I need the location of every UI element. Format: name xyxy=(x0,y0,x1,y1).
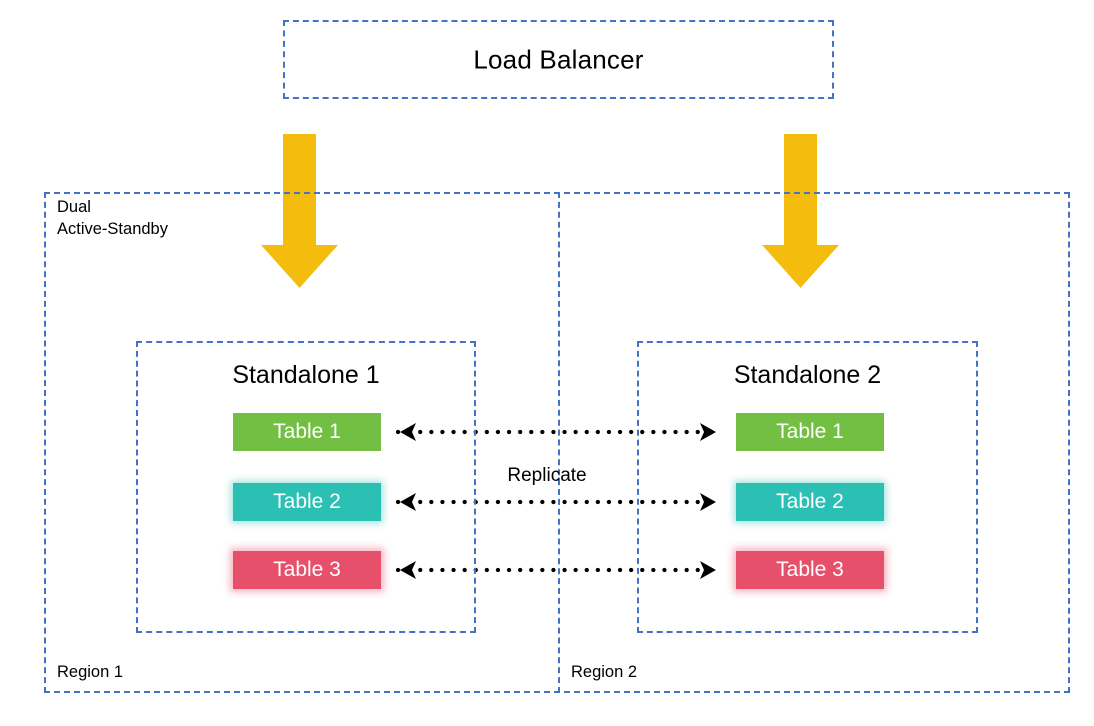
load-balancer-label: Load Balancer xyxy=(473,44,644,74)
region-1-label: Region 1 xyxy=(57,663,124,681)
standalone-2-table-3: Table 3 xyxy=(736,551,884,589)
standalone-1-box: Standalone 1 xyxy=(136,341,476,633)
standalone-2-title: Standalone 2 xyxy=(733,361,882,389)
dual-active-standby-box xyxy=(44,192,1070,693)
region-divider xyxy=(558,192,560,693)
standalone-2-box: Standalone 2 xyxy=(637,341,978,633)
standalone-2-table-1: Table 1 xyxy=(736,413,884,451)
dual-active-standby-label: Dual Active-Standby xyxy=(57,198,168,238)
region-2-label: Region 2 xyxy=(571,663,638,681)
standalone-1-table-2: Table 2 xyxy=(233,483,381,521)
standalone-1-table-3: Table 3 xyxy=(233,551,381,589)
standalone-2-table-2: Table 2 xyxy=(736,483,884,521)
load-balancer-box: Load Balancer xyxy=(283,20,834,99)
standalone-1-table-1: Table 1 xyxy=(233,413,381,451)
standalone-1-title: Standalone 1 xyxy=(232,361,380,389)
replicate-label: Replicate xyxy=(507,465,587,486)
